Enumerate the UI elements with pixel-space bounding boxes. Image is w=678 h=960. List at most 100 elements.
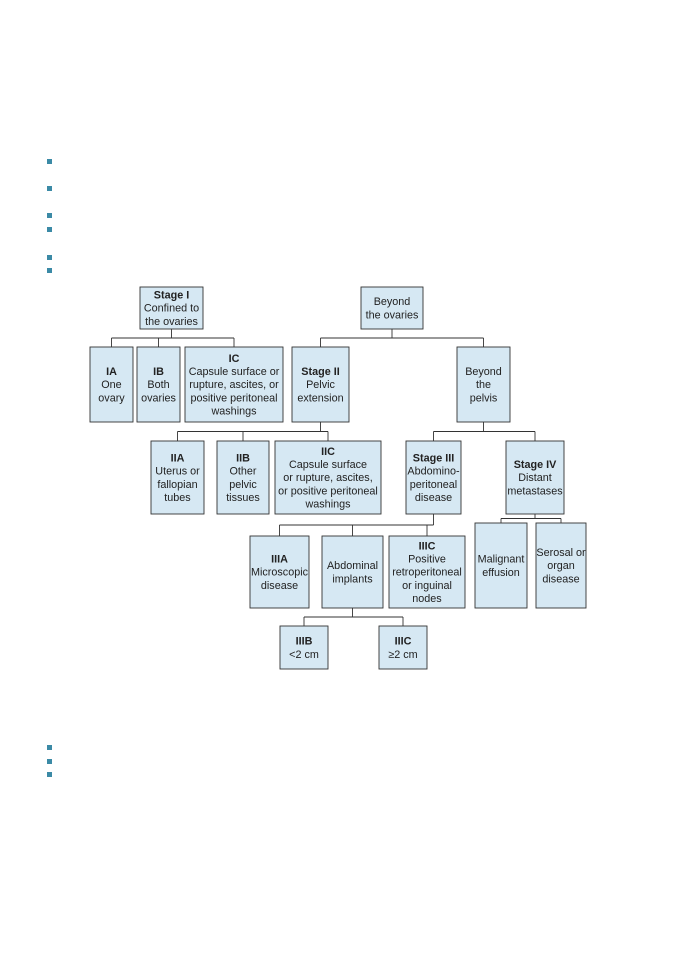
node-label: Both bbox=[147, 379, 169, 391]
node-box bbox=[388, 535, 466, 609]
node-box bbox=[279, 625, 329, 670]
connector-lines bbox=[111, 329, 562, 626]
node-heading: Stage IV bbox=[514, 459, 557, 471]
bullet-marker bbox=[47, 213, 52, 218]
node-box bbox=[505, 440, 565, 515]
node-label: One bbox=[101, 379, 121, 391]
bullet-marker bbox=[47, 227, 52, 232]
node-label: rupture, ascites, or bbox=[189, 379, 279, 391]
node-label: positive peritoneal bbox=[190, 392, 277, 404]
node-box bbox=[249, 535, 310, 609]
node-label: Uterus or bbox=[155, 466, 200, 478]
node-box bbox=[184, 346, 284, 423]
node-label: <2 cm bbox=[289, 649, 319, 661]
node-heading: IIA bbox=[171, 452, 185, 464]
node-label: pelvic bbox=[229, 479, 257, 491]
node-label: extension bbox=[297, 392, 343, 404]
node-heading: IIIA bbox=[271, 553, 288, 565]
node-label: Pelvic bbox=[306, 379, 335, 391]
node-label: nodes bbox=[412, 593, 442, 605]
bullet-marker bbox=[47, 186, 52, 191]
node-heading: IC bbox=[229, 353, 240, 365]
node-box bbox=[291, 346, 350, 423]
node-label: ≥2 cm bbox=[388, 649, 417, 661]
node-box bbox=[216, 440, 270, 515]
node-label: Abdomino- bbox=[407, 466, 460, 478]
node-box bbox=[89, 346, 134, 423]
node-label: Capsule surface bbox=[289, 459, 367, 471]
node-heading: IIIC bbox=[395, 636, 412, 648]
node-label: disease bbox=[261, 580, 298, 592]
bullet-marker bbox=[47, 759, 52, 764]
node-label: washings bbox=[304, 499, 351, 511]
bullet-marker bbox=[47, 255, 52, 260]
node-heading: Stage III bbox=[413, 452, 454, 464]
node-heading: IIIB bbox=[296, 636, 313, 648]
node-label: or inguinal bbox=[402, 580, 452, 592]
node-box bbox=[474, 522, 528, 609]
node-label: metastases bbox=[507, 485, 563, 497]
node-label: disease bbox=[542, 573, 579, 585]
node-label: Malignant bbox=[478, 554, 525, 566]
bullet-marker bbox=[47, 159, 52, 164]
node-label: washings bbox=[210, 406, 257, 418]
node-label: or rupture, ascites, bbox=[283, 472, 372, 484]
node-label: implants bbox=[332, 573, 373, 585]
node-label: tissues bbox=[226, 492, 260, 504]
node-label: tubes bbox=[164, 492, 191, 504]
node-heading: Stage I bbox=[154, 289, 189, 301]
node-iiic-size: IIIC≥2 cm bbox=[378, 625, 428, 670]
node-label: Beyond bbox=[374, 296, 411, 308]
node-label: organ bbox=[547, 560, 575, 572]
node-box bbox=[535, 522, 587, 609]
node-label: Abdominal bbox=[327, 560, 378, 572]
bullet-marker bbox=[47, 772, 52, 777]
node-label: ovary bbox=[98, 392, 125, 404]
node-heading: IIC bbox=[321, 446, 335, 458]
node-box bbox=[150, 440, 205, 515]
node-label: Confined to bbox=[144, 303, 199, 315]
node-box bbox=[274, 440, 382, 515]
node-label: Distant bbox=[518, 472, 552, 484]
node-heading: IA bbox=[106, 366, 117, 378]
node-label: peritoneal bbox=[410, 479, 457, 491]
node-heading: IB bbox=[153, 366, 164, 378]
node-box bbox=[321, 535, 384, 609]
node-label: Other bbox=[229, 466, 256, 478]
node-heading: Stage II bbox=[301, 366, 339, 378]
node-label: effusion bbox=[482, 567, 520, 579]
node-label: Capsule surface or bbox=[189, 366, 280, 378]
node-heading: IIIC bbox=[419, 540, 436, 552]
node-label: the bbox=[476, 379, 491, 391]
node-label: Beyond bbox=[465, 366, 502, 378]
node-label: ovaries bbox=[141, 392, 176, 404]
node-box bbox=[405, 440, 462, 515]
node-label: pelvis bbox=[470, 392, 498, 404]
node-label: or positive peritoneal bbox=[278, 485, 378, 497]
bullet-marker bbox=[47, 745, 52, 750]
node-box bbox=[136, 346, 181, 423]
node-label: the ovaries bbox=[145, 316, 198, 328]
bullet-marker bbox=[47, 268, 52, 273]
node-label: fallopian bbox=[157, 479, 197, 491]
node-iiib: IIIB<2 cm bbox=[279, 625, 329, 670]
node-box bbox=[456, 346, 511, 423]
node-label: Serosal or bbox=[536, 547, 586, 559]
node-box bbox=[360, 286, 424, 330]
node-label: disease bbox=[415, 492, 452, 504]
